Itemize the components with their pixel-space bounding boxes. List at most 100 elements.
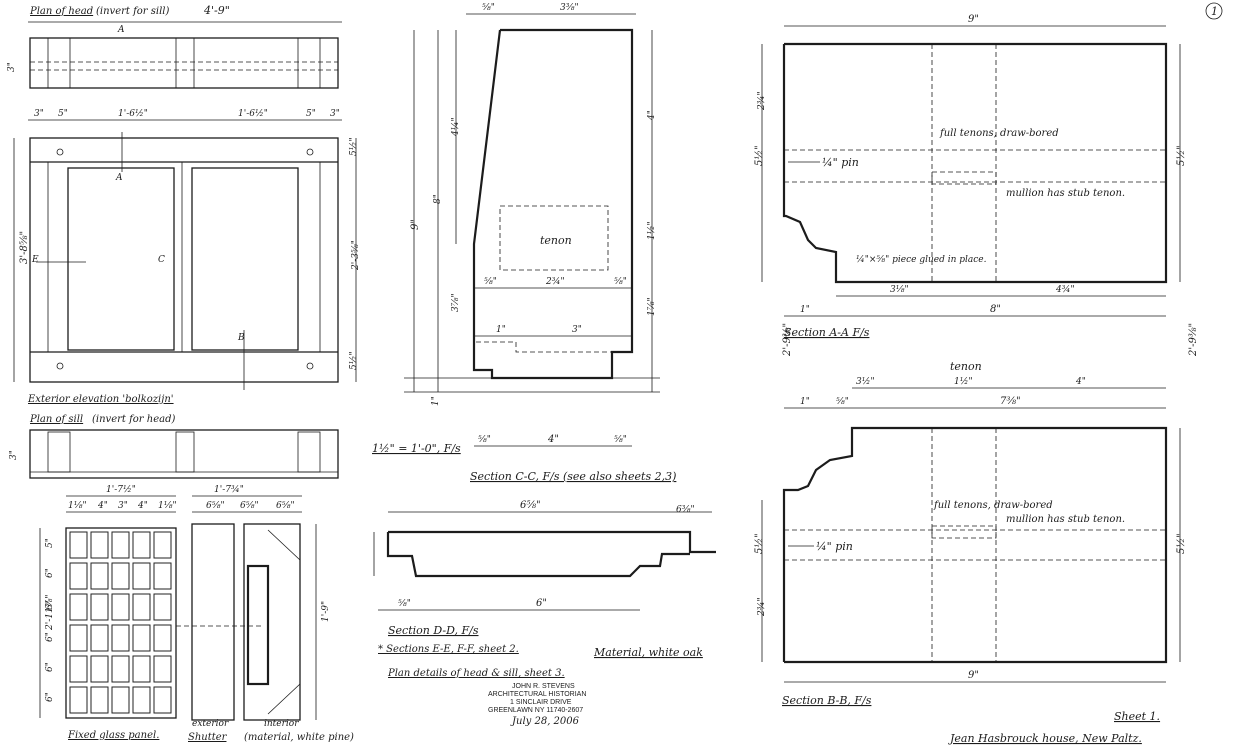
svg-text:1": 1": [496, 325, 506, 335]
glass-pane: [132, 593, 151, 621]
cc-tenon-label: tenon: [540, 234, 572, 247]
glass-pane: [111, 624, 130, 652]
svg-text:2'-3⅝": 2'-3⅝": [351, 240, 361, 271]
plan-of-head: Plan of head (invert for sill) 4'-9" A 3…: [7, 4, 342, 121]
elevation-height: 3'-8⅝": [19, 231, 30, 264]
svg-text:⅝": ⅝": [614, 277, 627, 287]
svg-text:⅝": ⅝": [478, 435, 491, 445]
glass-pane: [90, 562, 109, 590]
svg-text:3⅛": 3⅛": [890, 285, 909, 295]
head-height-dim: 3": [7, 62, 17, 72]
svg-text:4¼": 4¼": [450, 117, 461, 137]
svg-text:1'-9": 1'-9": [321, 601, 331, 622]
glass-pane: [132, 562, 151, 590]
glass-pane: [111, 562, 130, 590]
svg-text:6⅝": 6⅝": [520, 500, 541, 511]
svg-text:3⅞": 3⅞": [451, 293, 461, 312]
glass-pane: [111, 686, 130, 714]
svg-text:2'-9⅜": 2'-9⅜": [782, 323, 793, 357]
svg-text:⅝": ⅝": [836, 397, 849, 407]
svg-text:6": 6": [45, 632, 55, 642]
glass-pane: [90, 624, 109, 652]
glass-pane: [69, 593, 88, 621]
glass-pane: [111, 655, 130, 683]
svg-text:1⅛": 1⅛": [68, 501, 87, 511]
sill-height-dim: 3": [9, 450, 19, 460]
glass-pane: [69, 562, 88, 590]
svg-text:3": 3": [330, 109, 340, 119]
svg-text:4": 4": [547, 434, 559, 445]
svg-text:3": 3": [34, 109, 44, 119]
glass-pane: [132, 655, 151, 683]
svg-text:6": 6": [536, 598, 547, 609]
glass-pane: [153, 593, 172, 621]
section-mark-b: B: [237, 333, 245, 343]
title-block: Sheet 1. Jean Hasbrouck house, New Paltz…: [948, 710, 1160, 745]
glass-pane: [111, 593, 130, 621]
plan-head-note: (invert for sill): [96, 6, 169, 17]
svg-text:4¾": 4¾": [1055, 284, 1075, 295]
svg-text:1'-7¾": 1'-7¾": [214, 484, 244, 495]
svg-text:4": 4": [137, 501, 148, 511]
glass-pane: [90, 686, 109, 714]
svg-text:1": 1": [800, 305, 810, 315]
bb-tenon-label: tenon: [950, 360, 982, 373]
glass-panel-title: Fixed glass panel.: [67, 730, 159, 741]
shutter-interior-label: interior: [264, 719, 299, 729]
elevation-title: Exterior elevation 'bolkozijn': [27, 394, 174, 405]
svg-text:3": 3": [118, 501, 128, 511]
plan-details-note: Plan details of head & sill, sheet 3.: [387, 668, 565, 679]
glass-pane: [69, 624, 88, 652]
glass-pane: [69, 531, 88, 559]
bb-mullion-note: mullion has stub tenon.: [1006, 514, 1125, 525]
svg-text:⅝": ⅝": [484, 277, 497, 287]
section-cc-title: Section C-C, F/s (see also sheets 2,3): [470, 470, 676, 483]
glass-pane: [111, 531, 130, 559]
svg-text:6⅜": 6⅜": [676, 505, 695, 515]
svg-text:9": 9": [968, 670, 979, 681]
stamp-date: July 28, 2006: [510, 716, 580, 727]
svg-text:8": 8": [990, 304, 1001, 315]
aa-mullion-note: mullion has stub tenon.: [1006, 188, 1125, 199]
svg-text:⅝": ⅝": [614, 435, 627, 445]
glass-pane: [153, 655, 172, 683]
svg-text:1: 1: [1211, 5, 1218, 18]
glass-pane: [90, 531, 109, 559]
svg-text:5½": 5½": [754, 533, 765, 554]
project-name: Jean Hasbrouck house, New Paltz.: [948, 732, 1142, 745]
section-dd-title: Section D-D, F/s: [388, 624, 479, 637]
svg-text:1'-7½": 1'-7½": [106, 484, 136, 495]
svg-text:9": 9": [968, 14, 979, 25]
svg-text:2'-9⅜": 2'-9⅜": [1188, 323, 1199, 357]
plan-sill-title: Plan of sill: [29, 414, 83, 425]
glass-pane: [90, 593, 109, 621]
svg-text:1'-6½": 1'-6½": [118, 108, 148, 119]
section-bb-title: Section B-B, F/s: [782, 694, 872, 707]
svg-text:5": 5": [306, 109, 316, 119]
glass-pane: [153, 562, 172, 590]
glass-pane: [153, 686, 172, 714]
section-a-a: 9" ¼" pin full tenons, draw-bored mullio…: [754, 14, 1187, 339]
svg-text:JOHN R. STEVENS: JOHN R. STEVENS: [512, 683, 575, 690]
svg-text:3⅜": 3⅜": [560, 3, 579, 13]
svg-text:1⅛": 1⅛": [158, 501, 177, 511]
bb-pin-label: ¼" pin: [816, 540, 853, 553]
glass-pane: [90, 655, 109, 683]
svg-text:9": 9": [410, 219, 421, 230]
shutter-drawing: 1'-7¾" 6⅝" 6⅝" 6⅝" 1'-9" exterior interi…: [176, 484, 354, 743]
svg-text:1 SINCLAIR DRIVE: 1 SINCLAIR DRIVE: [510, 699, 572, 706]
glass-pane: [132, 624, 151, 652]
svg-text:1½": 1½": [646, 221, 657, 240]
glass-pane: [153, 531, 172, 559]
glass-pane-grid: [69, 531, 172, 714]
glass-pane: [69, 655, 88, 683]
svg-text:6": 6": [45, 568, 55, 578]
svg-text:5½": 5½": [754, 145, 765, 166]
section-mark-c: C: [158, 255, 165, 265]
sheet-label: Sheet 1.: [1114, 710, 1160, 723]
author-stamp: JOHN R. STEVENS ARCHITECTURAL HISTORIAN …: [488, 683, 586, 727]
svg-text:3½": 3½": [856, 376, 875, 387]
svg-text:⅝": ⅝": [398, 599, 411, 609]
aa-full-tenons: full tenons, draw-bored: [939, 128, 1059, 139]
